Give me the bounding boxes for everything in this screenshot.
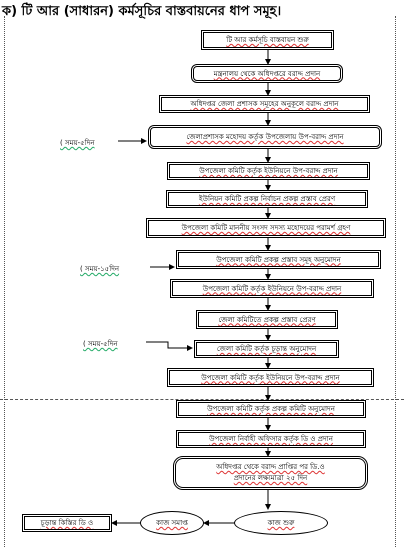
final-target-line2: প্রদানের লক্ষ্যমাত্রা ২৫ দিন — [233, 474, 308, 482]
time-label-1: ( সময়-৫দিন — [60, 139, 95, 147]
step-1-label: টি আর কর্মসূচি বাস্তবায়ন শুরু — [226, 36, 309, 44]
step-13-label: উপজেলা কমিটি কর্তৃক প্রকল্প কমিটি অনুমোদ… — [207, 405, 335, 413]
page-frame-bottom — [4, 402, 396, 547]
page-frame-top — [4, 16, 396, 400]
step-12-label: উপজেলা কমিটি কর্তৃক ইউনিয়নে উপ-বরাদ্দ প… — [201, 373, 340, 382]
step-14-label: উপজেলা নির্বাহী অফিসার কর্তৃক ডি ও প্রদা… — [209, 435, 333, 443]
time-arrow-3 — [146, 341, 193, 351]
step-1-box: টি আর কর্মসূচি বাস্তবায়ন শুরু — [201, 30, 334, 50]
step-5-label: উপজেলা কমিটি কর্তৃক ইউনিয়নে উপ-বরাদ্দ প… — [199, 167, 338, 175]
time-label-2: ( সময়-১৫দিন — [80, 265, 120, 273]
step-3-label: অধিদপ্তর জেলা প্রশাসক সমূহের অনুকূলে বরা… — [190, 100, 339, 108]
work-start-oval: কাজ শুরু — [234, 511, 328, 535]
step-7-label: উপজেলা কমিটি মাননীয় সংসদ সদস্য মহোদয়ের… — [181, 224, 351, 232]
step-9-label: উপজেলা কমিটি কর্তৃক ইউনিয়নে উপ-বরাদ্দ প… — [202, 284, 342, 293]
step-3-box: অধিদপ্তর জেলা প্রশাসক সমূহের অনুকূলে বরা… — [159, 95, 370, 113]
time-label-3: ( সময়-৫দিন — [83, 340, 118, 348]
step-2-label: মন্ত্রনালয় থেকে অধিদপ্তরে বরাদ্দ প্রদান — [213, 69, 321, 78]
step-6-box: ইউনিয়ন কমিটি প্রকল্প নির্বাচন প্রকল্প প… — [166, 190, 368, 208]
step-12-box: উপজেলা কমিটি কর্তৃক ইউনিয়নে উপ-বরাদ্দ প… — [167, 368, 374, 387]
work-complete-label: কাজ সমাপ্ত — [156, 519, 188, 527]
step-8-box: উপজেলা কমিটি প্রকল্প প্রস্তাব সমূহ অনুমো… — [176, 250, 381, 269]
step-10-box: জেলা কমিটিতে প্রকল্প প্রস্তাব প্রেরণ — [196, 310, 338, 329]
step-11-box: জেলা কমিটি কর্তৃক চূড়ান্ত অনুমোদন — [194, 340, 339, 358]
page-break-line — [0, 399, 404, 400]
step-14-box: উপজেলা নির্বাহী অফিসার কর্তৃক ডি ও প্রদা… — [176, 430, 366, 448]
page-title: ক) টি আর (সাধারন) কর্মসূচির বাস্তবায়নের… — [2, 4, 282, 19]
step-4-box: জেলাপ্রশাসক মহোদয় কর্তৃক উপজেলায় উপ-বর… — [148, 125, 382, 149]
step-2-box: মন্ত্রনালয় থেকে অধিদপ্তরে বরাদ্দ প্রদান — [191, 64, 343, 83]
step-11-label: জেলা কমিটি কর্তৃক চূড়ান্ত অনুমোদন — [216, 345, 317, 353]
work-start-label: কাজ শুরু — [267, 519, 295, 527]
step-10-label: জেলা কমিটিতে প্রকল্প প্রস্তাব প্রেরণ — [218, 315, 316, 324]
step-5-box: উপজেলা কমিটি কর্তৃক ইউনিয়নে উপ-বরাদ্দ প… — [167, 162, 370, 180]
step-13-box: উপজেলা কমিটি কর্তৃক প্রকল্প কমিটি অনুমোদ… — [176, 400, 366, 418]
step-8-label: উপজেলা কমিটি প্রকল্প প্রস্তাব সমূহ অনুমো… — [216, 255, 341, 264]
work-complete-oval: কাজ সমাপ্ত — [140, 511, 204, 535]
step-9-box: উপজেলা কমিটি কর্তৃক ইউনিয়নে উপ-বরাদ্দ প… — [170, 279, 374, 298]
step-4-label: জেলাপ্রশাসক মহোদয় কর্তৃক উপজেলায় উপ-বর… — [186, 133, 344, 141]
step-7-box: উপজেলা কমিটি মাননীয় সংসদ সদস্য মহোদয়ের… — [146, 218, 386, 238]
final-target-box: অধিদপ্তর থেকে বরাদ্দ প্রাপ্তির পর ডি.ও প… — [173, 456, 368, 490]
final-target-line1: অধিদপ্তর থেকে বরাদ্দ প্রাপ্তির পর ডি.ও — [216, 463, 325, 471]
final-installment-box: চূড়ান্ত কিস্তির ডি ও — [22, 514, 112, 532]
step-6-label: ইউনিয়ন কমিটি প্রকল্প নির্বাচন প্রকল্প প… — [198, 195, 336, 203]
final-installment-label: চূড়ান্ত কিস্তির ডি ও — [40, 519, 94, 527]
